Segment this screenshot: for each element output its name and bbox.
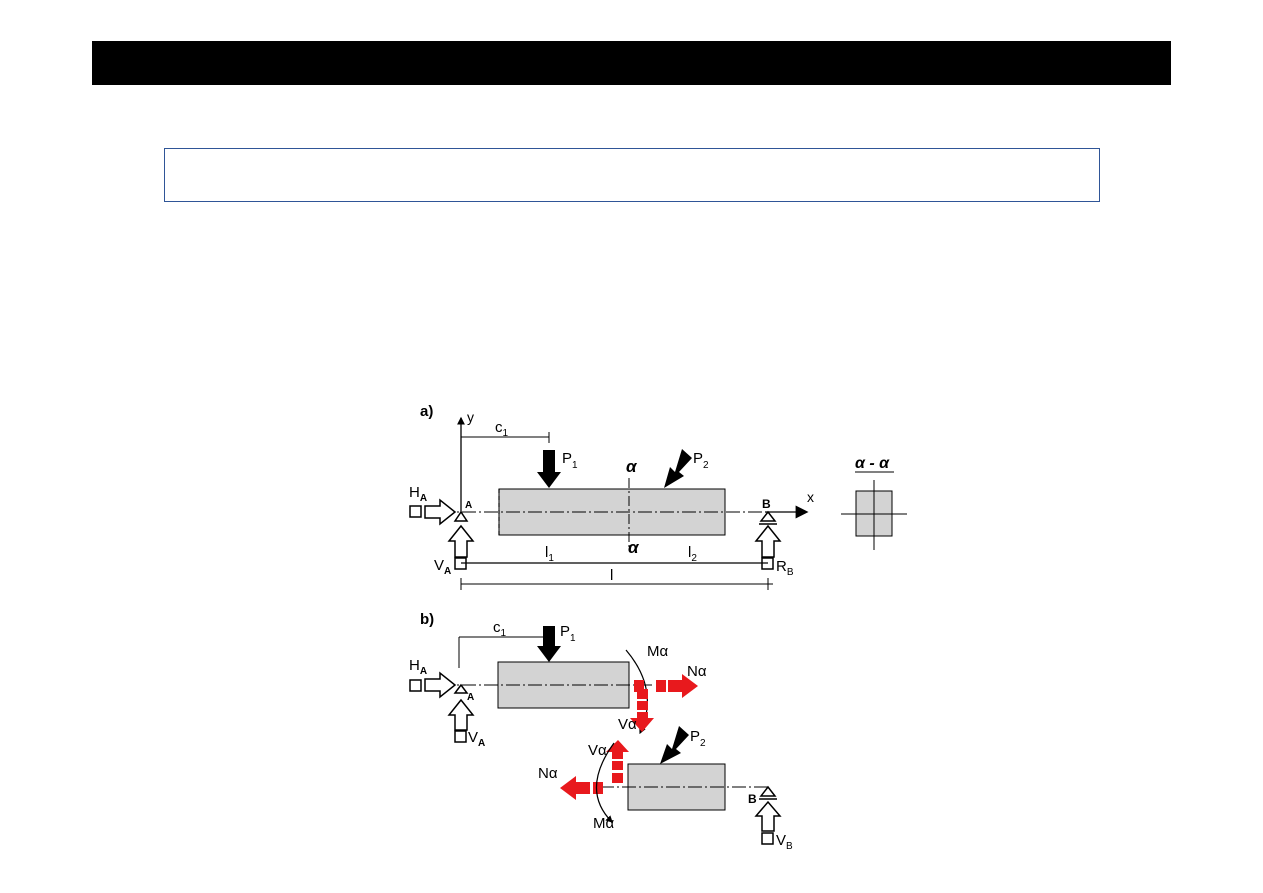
vb-box bbox=[761, 832, 774, 845]
n-alpha-right-box bbox=[593, 782, 603, 794]
support-b bbox=[759, 510, 777, 522]
ha-arrow-b bbox=[424, 671, 457, 699]
p1-label-b: P1 bbox=[560, 623, 576, 644]
v-alpha-right-box1 bbox=[612, 773, 623, 783]
y-axis-label: y bbox=[467, 409, 474, 425]
va-label-b: VA bbox=[468, 729, 485, 749]
n-alpha-left-box1 bbox=[634, 680, 644, 692]
v-alpha-left-box1 bbox=[637, 689, 648, 699]
x-axis-label: x bbox=[807, 489, 814, 505]
c1-label: c1 bbox=[495, 419, 509, 439]
beam-diagram: a) y c1 x α α P1 P2 HA A VA B bbox=[409, 403, 907, 852]
p2-label-b: P2 bbox=[690, 728, 706, 749]
v-alpha-left-box2 bbox=[637, 701, 648, 710]
v-alpha-left-label: Vα bbox=[618, 716, 637, 733]
l2-label: l2 bbox=[688, 544, 697, 564]
n-alpha-left-box2 bbox=[656, 680, 666, 692]
n-alpha-right-label: Nα bbox=[538, 765, 558, 782]
support-a-b bbox=[453, 683, 469, 694]
title-box bbox=[164, 148, 1100, 202]
va-arrow-b bbox=[447, 698, 475, 731]
l-label: l bbox=[610, 567, 613, 584]
c1-label-b: c1 bbox=[493, 619, 507, 639]
support-b-label-b: B bbox=[748, 792, 757, 806]
part-a-label: a) bbox=[420, 403, 433, 420]
support-a bbox=[453, 510, 469, 522]
ha-box-a bbox=[409, 505, 422, 518]
n-alpha-left-label: Nα bbox=[687, 663, 707, 680]
p2-label: P2 bbox=[693, 450, 709, 471]
l1-label: l1 bbox=[545, 544, 554, 564]
p1-label: P1 bbox=[562, 450, 578, 471]
section-label: α - α bbox=[855, 455, 890, 472]
part-b-label: b) bbox=[420, 611, 434, 628]
v-alpha-left-arrow bbox=[630, 712, 654, 732]
support-a-label-b: A bbox=[467, 692, 474, 703]
va-label-a: VA bbox=[434, 557, 451, 577]
v-alpha-right-arrow bbox=[606, 740, 629, 759]
v-alpha-right-box2 bbox=[612, 761, 623, 770]
n-alpha-left-arrow bbox=[668, 674, 698, 698]
alpha-bottom-label: α bbox=[628, 538, 640, 557]
p1-arrow bbox=[537, 450, 561, 488]
support-a-label: A bbox=[465, 500, 472, 511]
rb-label: RB bbox=[776, 558, 794, 578]
p1-arrow-b bbox=[537, 626, 561, 662]
ha-label-a: HA bbox=[409, 484, 427, 504]
ha-label-b: HA bbox=[409, 657, 427, 677]
alpha-top-label: α bbox=[626, 457, 638, 476]
m-alpha-right-arc bbox=[595, 742, 615, 823]
rb-arrow bbox=[754, 524, 782, 558]
m-alpha-left-label: Mα bbox=[647, 643, 668, 660]
ha-arrow-a bbox=[424, 498, 457, 526]
support-b-b bbox=[759, 785, 777, 797]
p2-arrow bbox=[664, 449, 692, 488]
va-arrow-a bbox=[447, 524, 475, 558]
header-bar bbox=[92, 41, 1171, 85]
v-alpha-right-label: Vα bbox=[588, 742, 607, 759]
ha-box-b bbox=[409, 679, 422, 692]
vb-label: VB bbox=[776, 832, 793, 852]
support-b-label: B bbox=[762, 497, 771, 511]
vb-arrow bbox=[754, 800, 782, 832]
va-box-b bbox=[454, 730, 467, 743]
n-alpha-right-arrow bbox=[560, 776, 590, 800]
p2-arrow-b bbox=[660, 726, 689, 764]
m-alpha-right-label: Mα bbox=[593, 815, 614, 832]
